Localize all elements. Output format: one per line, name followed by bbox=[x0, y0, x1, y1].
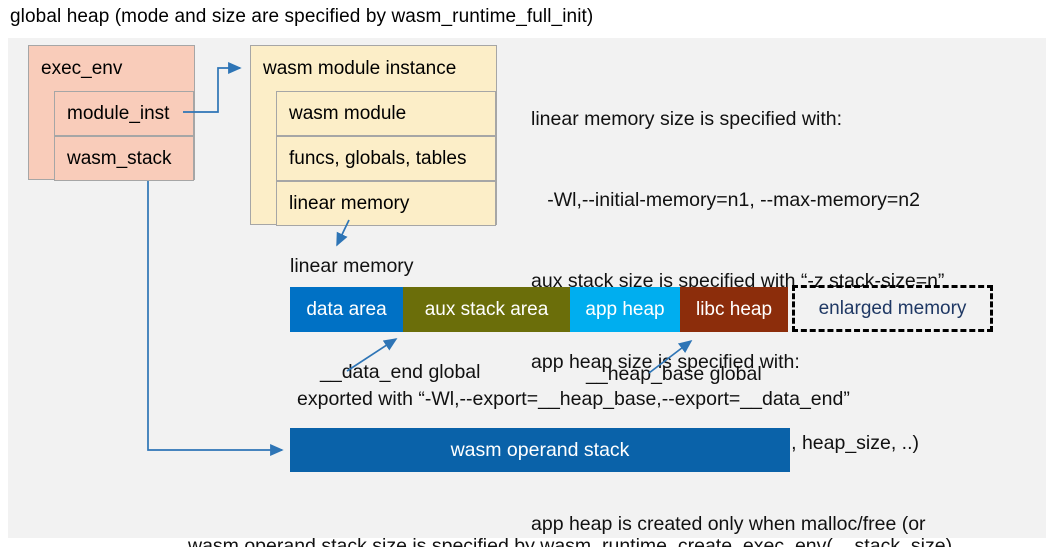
data-end-global-label: __data_end global bbox=[320, 361, 481, 383]
module-instance-header: wasm module instance bbox=[263, 58, 457, 79]
note-line: app heap is created only when malloc/fre… bbox=[531, 513, 926, 535]
exec-env-row-module-inst: module_inst bbox=[54, 91, 194, 136]
page-title: global heap (mode and size are specified… bbox=[10, 6, 594, 27]
wasm-module-instance-box: wasm module instance wasm module funcs, … bbox=[250, 45, 497, 226]
segment-enlarged-memory: enlarged memory bbox=[792, 285, 993, 332]
segment-data-area: data area bbox=[290, 287, 403, 332]
segment-libc-heap: libc heap bbox=[680, 287, 788, 332]
wasm-operand-stack-bar: wasm operand stack bbox=[290, 428, 790, 472]
module-instance-row-funcs-globals-tables: funcs, globals, tables bbox=[276, 136, 496, 181]
note-line: app heap size is specified with: bbox=[531, 351, 800, 373]
exec-env-header: exec_env bbox=[41, 58, 123, 79]
heap-base-global-label: __heap_base global bbox=[586, 363, 762, 385]
segment-app-heap: app heap bbox=[570, 287, 680, 332]
module-instance-row-wasm-module: wasm module bbox=[276, 91, 496, 136]
note-line: wasm operand stack size is specified by … bbox=[188, 535, 953, 547]
operand-stack-notes: wasm operand stack size is specified by … bbox=[188, 481, 952, 547]
note-line: -Wl,--initial-memory=n1, --max-memory=n2 bbox=[531, 189, 920, 211]
linear-memory-label: linear memory bbox=[290, 255, 414, 277]
module-instance-row-linear-memory: linear memory bbox=[276, 181, 496, 226]
segment-aux-stack-area: aux stack area bbox=[403, 287, 570, 332]
note-line: linear memory size is specified with: bbox=[531, 108, 843, 130]
exported-flags-label: exported with “-Wl,--export=__heap_base,… bbox=[297, 388, 850, 410]
exec-env-box: exec_env module_inst wasm_stack bbox=[28, 45, 195, 181]
exec-env-row-wasm-stack: wasm_stack bbox=[54, 136, 194, 181]
